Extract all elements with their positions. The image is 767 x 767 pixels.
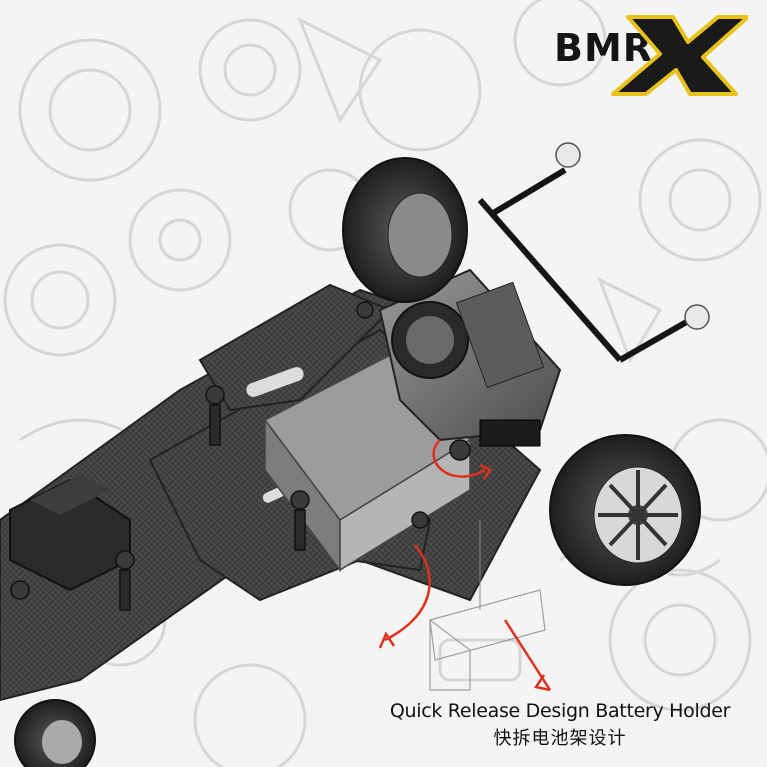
wheels xyxy=(14,157,701,767)
caption-english: Quick Release Design Battery Holder xyxy=(389,700,731,722)
brand-logo: BMR ​ xyxy=(548,12,748,98)
suspension xyxy=(477,167,692,363)
standoffs xyxy=(10,301,471,611)
suspension-knobs xyxy=(555,142,710,330)
release-arrows xyxy=(378,439,552,692)
caption: Quick Release Design Battery Holder 快拆电池… xyxy=(370,700,750,750)
brand-logo-x-mark: ​ xyxy=(611,15,748,96)
gearbox xyxy=(378,268,562,447)
caption-chinese: 快拆电池架设计 xyxy=(493,728,627,749)
brand-logo-text: BMR xyxy=(554,26,654,70)
